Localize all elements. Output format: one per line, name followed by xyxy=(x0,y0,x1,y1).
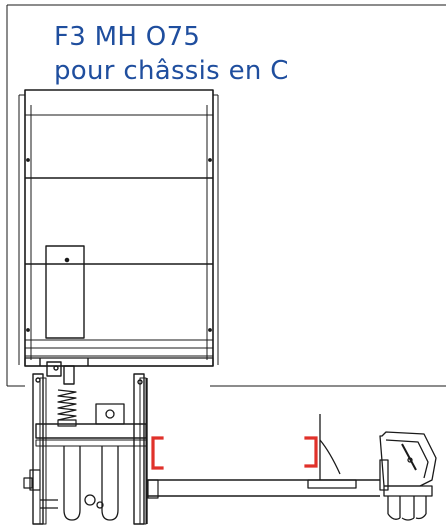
chassis-c-bracket-icon xyxy=(151,436,164,470)
platform-panel xyxy=(18,89,219,367)
hydraulic-cylinders xyxy=(63,403,125,521)
platform-base xyxy=(24,357,214,367)
lamp-housing-icon xyxy=(379,431,437,521)
title-line-1: F3 MH O75 xyxy=(54,22,201,52)
chassis-c-bracket-icon xyxy=(304,436,318,468)
spring-coil xyxy=(57,389,77,427)
bottom-hardware xyxy=(23,469,159,509)
lift-arm-right xyxy=(133,373,148,525)
title-line-2: pour châssis en C xyxy=(54,56,289,86)
lift-arm-left xyxy=(32,373,47,525)
diagram-title: F3 MH O75 pour châssis en C xyxy=(54,20,289,88)
cross-tube xyxy=(35,423,147,447)
chassis-bracket-group xyxy=(151,436,318,470)
sensor-rod xyxy=(307,414,357,489)
pivot-group xyxy=(46,361,75,385)
